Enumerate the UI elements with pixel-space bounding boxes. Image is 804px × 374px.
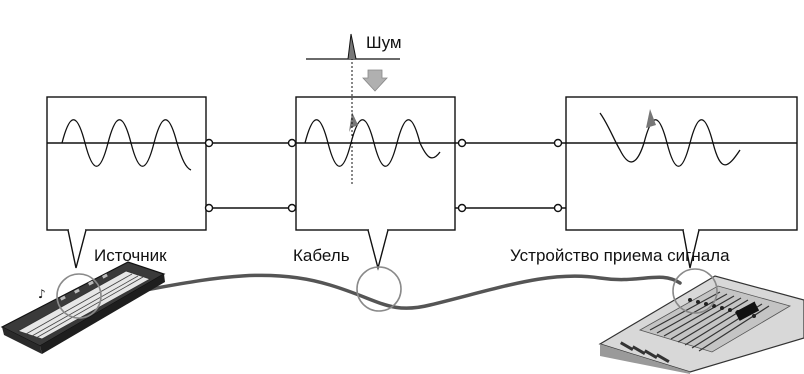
connector: [553, 138, 563, 148]
magnifier-circles: [56, 266, 718, 319]
connector: [457, 138, 467, 148]
source-panel: [46, 96, 207, 269]
receiver-panel: [565, 96, 798, 269]
connector: [287, 138, 297, 148]
source-magnifier: [56, 273, 102, 319]
source-sine-wave: [61, 119, 192, 171]
mixer-icon: [598, 275, 804, 374]
cable-magnifier: [356, 266, 402, 312]
down-arrow-icon: [362, 69, 388, 92]
receiver-label: Устройство приема сигнала: [510, 246, 730, 265]
music-note-icon: ♪: [38, 287, 46, 301]
connectors: [204, 138, 563, 213]
keyboard-icon: ♪: [0, 261, 166, 354]
cable-callout-pointer: [367, 229, 389, 271]
connector: [204, 203, 214, 213]
noise-label: Шум: [366, 33, 402, 52]
receiver-noise-spike: [646, 109, 656, 128]
cable-sine-wave: [304, 119, 441, 167]
source-label: Источник: [94, 246, 167, 265]
receiver-sine-wave: [599, 112, 741, 167]
connector: [553, 203, 563, 213]
source-callout-pointer: [67, 229, 87, 269]
cable-label: Кабель: [293, 246, 350, 265]
signal-cable: [78, 273, 682, 310]
receiver-callout-pointer: [682, 229, 700, 269]
cable-noise-spike: [349, 112, 358, 132]
connector: [204, 138, 214, 148]
connector: [287, 203, 297, 213]
noise-pulse-icon: [345, 33, 357, 60]
cable-panel: [295, 54, 456, 271]
noise-indicator: [306, 33, 400, 92]
connector: [457, 203, 467, 213]
receiver-magnifier: [672, 268, 718, 314]
